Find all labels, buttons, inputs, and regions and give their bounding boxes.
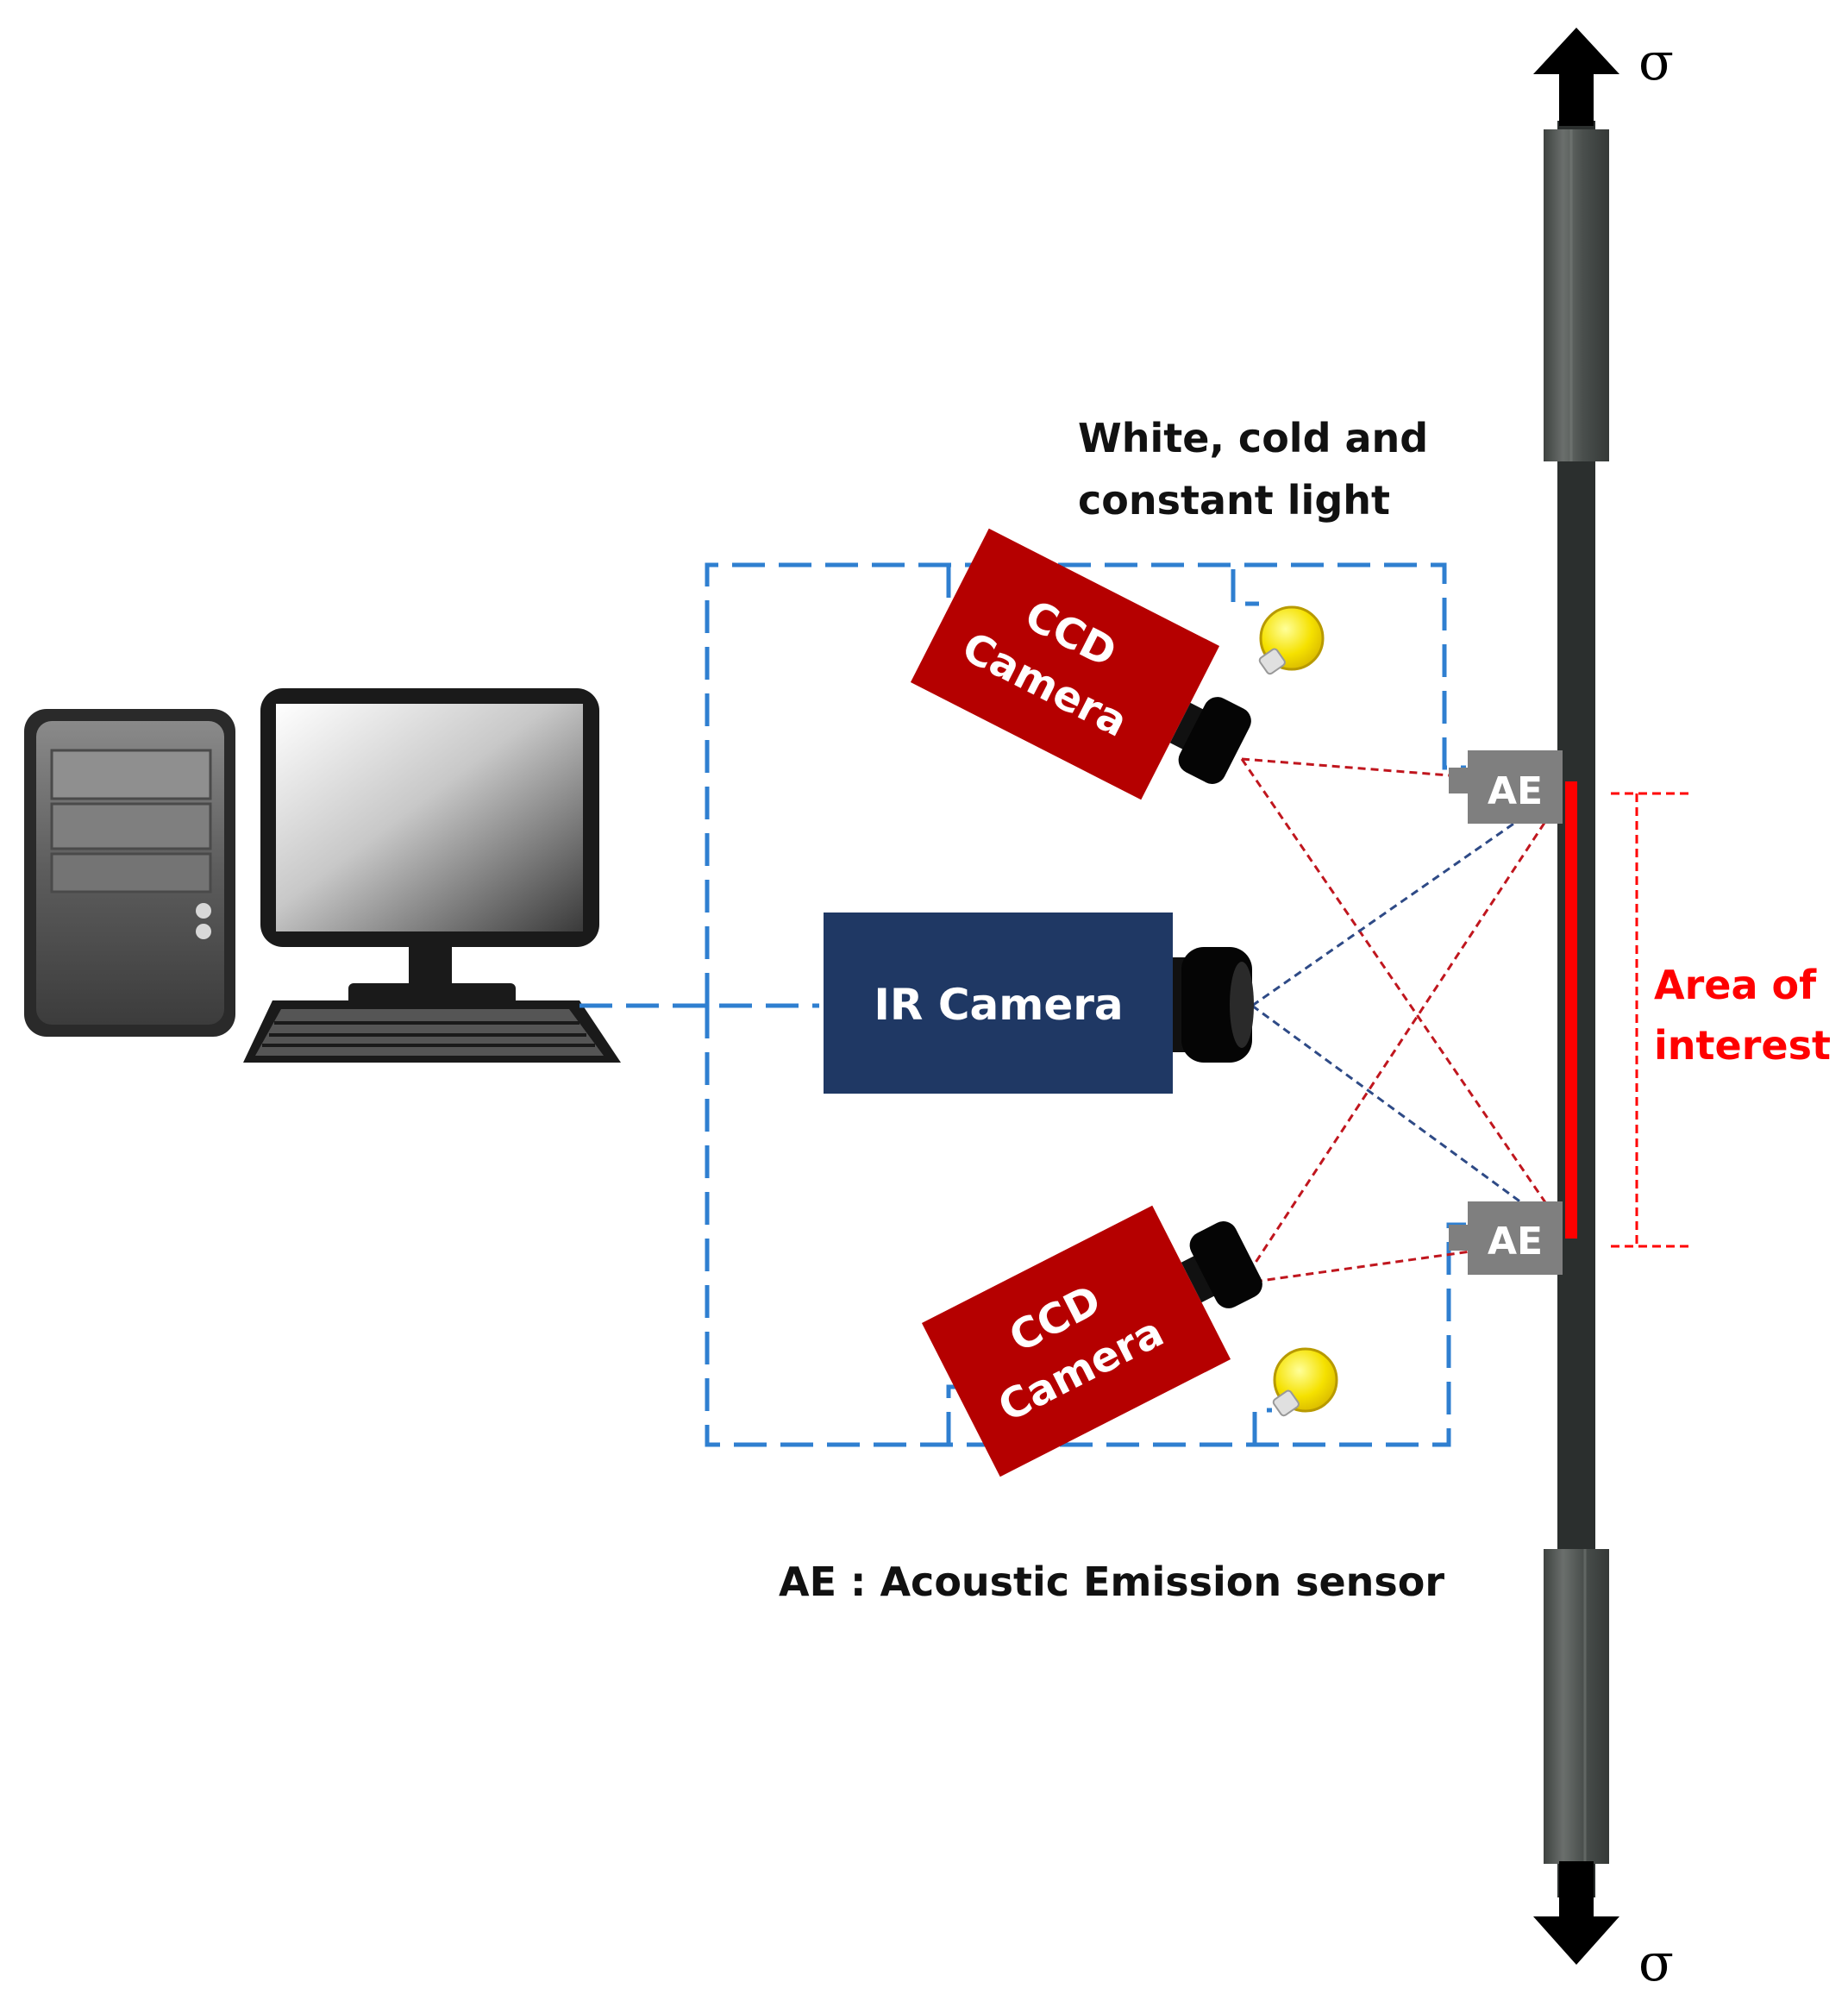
light-bulb-icon [1258,605,1325,675]
svg-text:AE: AE [1488,1220,1543,1264]
area-of-interest-bar [1565,781,1577,1239]
ae-sensor-top: AE [1449,750,1563,824]
area-of-interest-dimension [1611,792,1688,1248]
sigma-label-top: σ [1638,32,1674,92]
sigma-label-bottom: σ [1638,1933,1674,1993]
svg-text:AE: AE [1488,769,1543,813]
load-arrow-icon [1533,1861,1619,1965]
light-bulb-icon [1272,1347,1338,1417]
ae-legend: AE : Acoustic Emission sensor [779,1559,1444,1605]
area-of-interest-label-2: interest [1654,1022,1831,1069]
area-of-interest-label: Area of [1654,962,1817,1008]
light-description: White, cold and [1078,415,1428,461]
ae-sensor-bottom: AE [1449,1201,1563,1275]
ccd-camera-top: CCD Camera [910,528,1251,800]
ccd-camera-bottom: CCD Camera [921,1205,1262,1477]
light-description-2: constant light [1078,477,1390,524]
desktop-computer-icon [24,688,621,1063]
ir-rays [1251,783,1570,1239]
ir-camera-label: IR Camera [874,980,1123,1030]
ir-camera: IR Camera [824,913,1254,1094]
load-arrow-icon [1533,28,1619,126]
